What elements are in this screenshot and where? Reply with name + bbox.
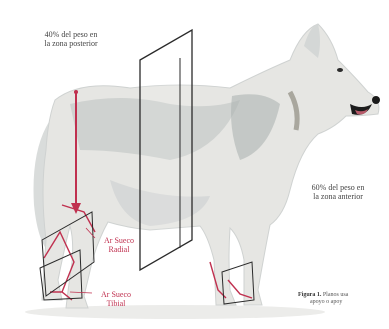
radius-angle-label-line2: Radial bbox=[96, 245, 142, 254]
gravity-plane bbox=[140, 30, 192, 270]
posterior-weight-label-line2: la zona posterior bbox=[26, 39, 116, 48]
posterior-weight-label-line1: 40% del peso en bbox=[26, 30, 116, 39]
tibial-angle-label-line1: Ar Sueco bbox=[93, 290, 139, 299]
figure-caption-bold: Figura 1. bbox=[298, 292, 321, 298]
anterior-weight-label-line2: la zona anterior bbox=[292, 192, 384, 201]
anterior-weight-label: 60% del peso en la zona anterior bbox=[292, 183, 384, 201]
dog-photo bbox=[34, 24, 381, 308]
radius-angle-label-line1: Ar Sueco bbox=[96, 236, 142, 245]
tibial-angle-label-line2: Tibial bbox=[93, 299, 139, 308]
plane-outline bbox=[140, 30, 192, 270]
posterior-weight-label: 40% del peso en la zona posterior bbox=[26, 30, 116, 48]
figure-caption-line2: apoyo o apoy bbox=[298, 299, 389, 306]
figure-caption-line1: Planos usa bbox=[323, 292, 349, 298]
tibial-angle-label: Ar Sueco Tibial bbox=[93, 290, 139, 308]
radius-angle-label: Ar Sueco Radial bbox=[96, 236, 142, 254]
figure-caption: Figura 1. Planos usa apoyo o apoy bbox=[298, 292, 389, 306]
dog-nose bbox=[372, 96, 380, 104]
anterior-weight-label-line1: 60% del peso en bbox=[292, 183, 384, 192]
dog-eye bbox=[337, 68, 343, 72]
